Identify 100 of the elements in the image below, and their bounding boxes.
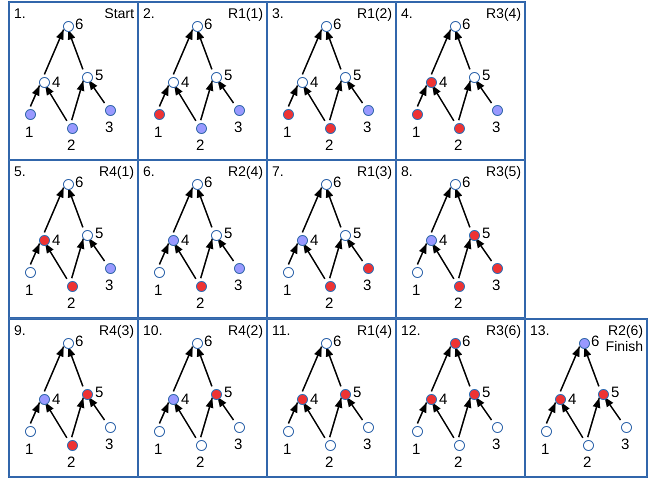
node-number: 3 xyxy=(234,278,242,293)
arrow xyxy=(44,242,68,280)
graph-node-circle xyxy=(38,234,50,246)
arrow xyxy=(173,402,197,438)
arrow xyxy=(44,402,68,438)
node-number: 3 xyxy=(105,437,114,452)
node-number: 1 xyxy=(25,125,34,140)
graph-node-circle xyxy=(234,422,244,432)
graph-node-circle xyxy=(192,20,202,32)
arrow xyxy=(44,346,64,392)
node-number: 3 xyxy=(363,120,372,135)
node-number: 3 xyxy=(105,120,114,135)
arrow xyxy=(346,79,364,104)
node-number: 3 xyxy=(105,278,114,293)
graph-node-circle xyxy=(82,388,92,400)
graph-node-circle xyxy=(324,280,336,292)
arrow xyxy=(431,402,455,438)
step-label: R4(1) xyxy=(98,163,134,179)
arrow xyxy=(44,187,64,233)
node-number: 2 xyxy=(454,296,462,311)
graph-node-circle xyxy=(154,426,164,436)
graph-node-circle xyxy=(492,104,502,116)
node-number: 2 xyxy=(67,296,76,311)
graph-node-circle xyxy=(282,108,294,120)
arrow xyxy=(474,237,492,262)
arrow xyxy=(328,398,342,438)
graph-node-circle xyxy=(210,388,222,400)
arrow xyxy=(88,396,106,421)
step-label: R2(4) xyxy=(228,163,263,179)
graph-node-circle xyxy=(168,394,178,404)
graph-node-circle xyxy=(362,262,374,274)
step-panel xyxy=(8,1,139,161)
node-number: 5 xyxy=(482,68,490,83)
arrow xyxy=(70,80,84,120)
node-number: 1 xyxy=(283,442,292,457)
step-label: R2(6) Finish xyxy=(604,322,643,354)
graph-node-circle xyxy=(66,280,78,292)
arrow xyxy=(458,80,472,120)
graph-node-circle xyxy=(540,426,552,436)
node-number: 5 xyxy=(482,385,490,400)
node-number: 6 xyxy=(204,334,212,349)
arrow xyxy=(546,402,556,424)
node-number: 2 xyxy=(325,138,334,153)
arrow xyxy=(70,398,84,438)
node-number: 2 xyxy=(196,455,204,470)
step-label: R3(4) xyxy=(486,5,521,21)
step-panel xyxy=(137,318,268,478)
step-number: 6. xyxy=(143,163,155,179)
node-number: 5 xyxy=(95,226,104,241)
arrow xyxy=(416,402,428,424)
node-number: 4 xyxy=(568,392,576,407)
graph-node-circle xyxy=(582,440,594,450)
graph-node-circle xyxy=(196,122,206,134)
arrow xyxy=(586,398,600,438)
arrow xyxy=(173,84,197,122)
arrow xyxy=(302,402,326,438)
step-label: R1(3) xyxy=(356,163,392,179)
arrow xyxy=(431,242,455,280)
arrow xyxy=(302,346,322,392)
node-number: 5 xyxy=(95,385,104,400)
step-number: 4. xyxy=(401,5,413,21)
graph-node-circle xyxy=(196,440,206,450)
arrow xyxy=(70,238,84,278)
graph-node-circle xyxy=(412,426,422,436)
arrow xyxy=(44,84,68,122)
graph-node-circle xyxy=(340,230,350,240)
graph-node-circle xyxy=(340,388,350,400)
node-number: 3 xyxy=(234,437,242,452)
graph-node-circle xyxy=(24,266,36,278)
node-number: 5 xyxy=(224,385,232,400)
graph-node-circle xyxy=(468,388,480,400)
graph-node-circle xyxy=(62,20,74,32)
graph-node-circle xyxy=(154,266,164,278)
step-label: Start xyxy=(104,5,134,21)
arrow xyxy=(560,346,580,392)
node-number: 4 xyxy=(52,233,60,248)
node-number: 6 xyxy=(204,175,212,190)
node-number: 3 xyxy=(492,120,500,135)
step-panel xyxy=(524,318,648,478)
arrow xyxy=(158,402,170,424)
node-number: 6 xyxy=(204,17,212,32)
arrow xyxy=(325,29,342,70)
node-number: 4 xyxy=(52,392,60,407)
graph-node-circle xyxy=(450,178,460,190)
node-number: 3 xyxy=(621,437,630,452)
node-number: 1 xyxy=(283,125,292,140)
graph-node-circle xyxy=(104,422,116,432)
node-number: 1 xyxy=(154,283,162,298)
node-number: 5 xyxy=(224,68,232,83)
node-number: 5 xyxy=(224,226,232,241)
graph-node-circle xyxy=(192,178,202,190)
node-number: 1 xyxy=(154,442,162,457)
step-label: R4(3) xyxy=(98,322,134,338)
graph-node-circle xyxy=(426,234,436,246)
node-number: 2 xyxy=(67,138,76,153)
step-panel xyxy=(266,318,397,478)
arrow xyxy=(302,187,322,233)
node-number: 6 xyxy=(333,17,342,32)
arrow xyxy=(430,346,452,392)
graph-node-circle xyxy=(426,394,436,404)
